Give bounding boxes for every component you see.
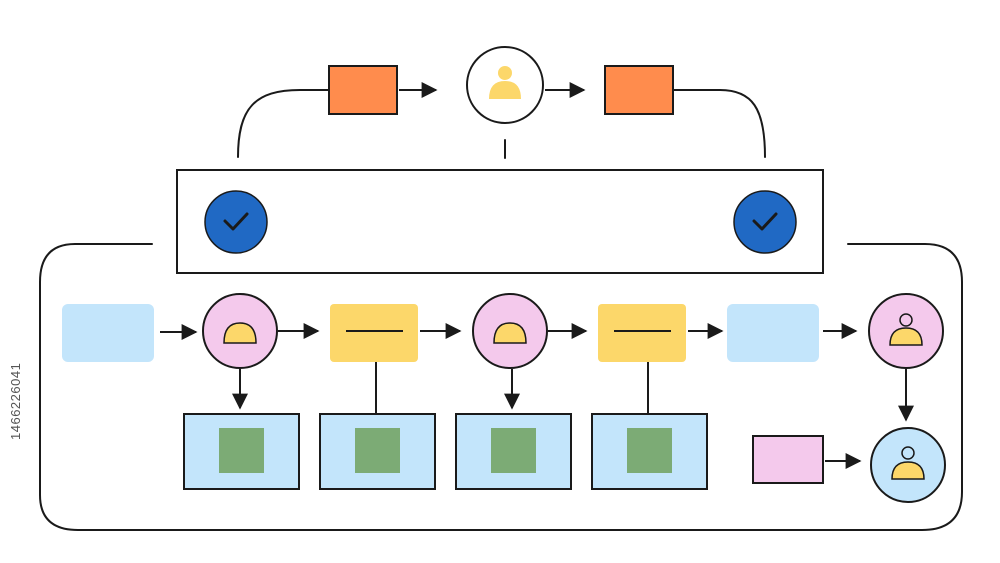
yellow-step-1 [330,304,418,362]
end-blue-box [727,304,819,362]
top-orange-box-left [328,65,398,115]
output-card-1 [183,413,300,490]
checkmark-icon [223,212,249,231]
top-person-node [466,46,544,124]
outer-frame [39,243,963,531]
start-blue-box [62,304,154,362]
final-person-node [870,427,946,503]
process-node-1 [202,293,278,369]
yellow-step-2 [598,304,686,362]
top-orange-box-right [604,65,674,115]
check-badge-right [733,190,797,254]
person-icon [891,446,925,480]
top-right-connector [672,89,766,158]
pink-input-box [752,435,824,484]
checkmark-icon [752,212,778,231]
service-bell-icon [493,322,527,344]
approval-banner [176,169,824,274]
stock-image-id: 1466226041 [8,362,23,440]
person-icon [889,313,923,346]
service-bell-icon [223,322,257,344]
output-card-3 [455,413,572,490]
output-card-4 [591,413,708,490]
process-node-3 [868,293,944,369]
check-badge-left [204,190,268,254]
output-card-2 [319,413,436,490]
process-node-2 [472,293,548,369]
top-left-connector [237,89,330,158]
person-icon [489,66,521,99]
